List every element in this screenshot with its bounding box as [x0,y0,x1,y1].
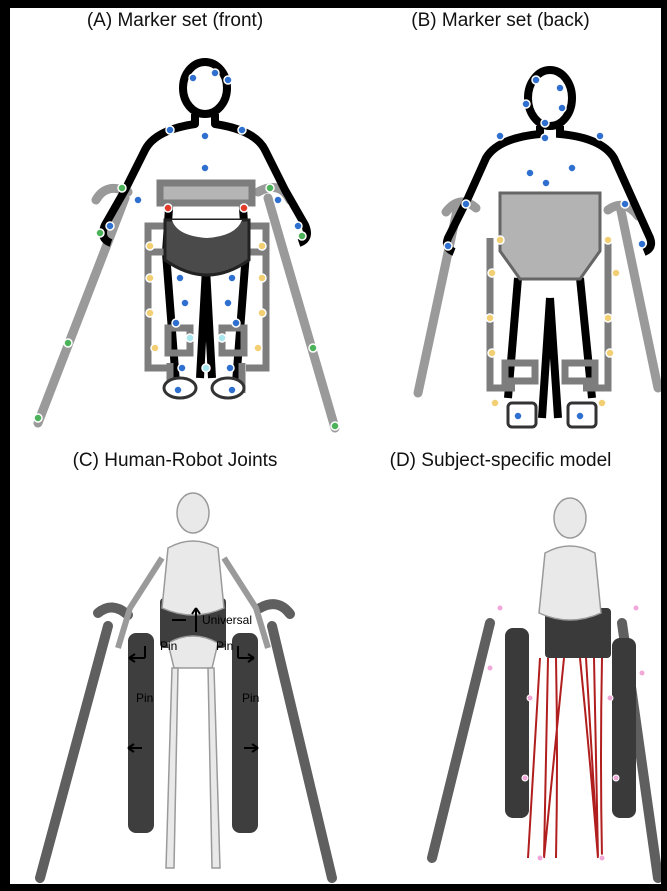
pin-hip-right-label: Pin [216,639,233,653]
universal-joint-label: Universal [202,613,252,627]
figure-frame: (A) Marker set (front) [10,8,661,884]
back-plate [500,193,600,279]
leg-muscles [528,658,602,858]
pin-knee-right-label: Pin [242,691,259,705]
back-marker-illustration [340,8,661,448]
panel-b-marker-set-back: (B) Marker set (back) [340,8,661,448]
panel-d-subject-specific-model: (D) Subject-specific model [340,448,661,884]
pin-knee-left-label: Pin [136,691,153,705]
panel-c-human-robot-joints: (C) Human-Robot Joints [10,448,340,884]
exoskeleton-3d [128,598,258,833]
panel-a-marker-set-front: (A) Marker set (front) [10,8,340,448]
musculoskeletal-model-illustration [340,448,661,884]
pin-hip-left-label: Pin [160,639,177,653]
skeleton-model [539,498,601,620]
exoskeleton-model [505,608,636,818]
front-marker-illustration [10,8,340,448]
left-crutch [38,188,128,423]
joints-illustration: Universal Pin Pin Pin Pin [10,448,340,884]
